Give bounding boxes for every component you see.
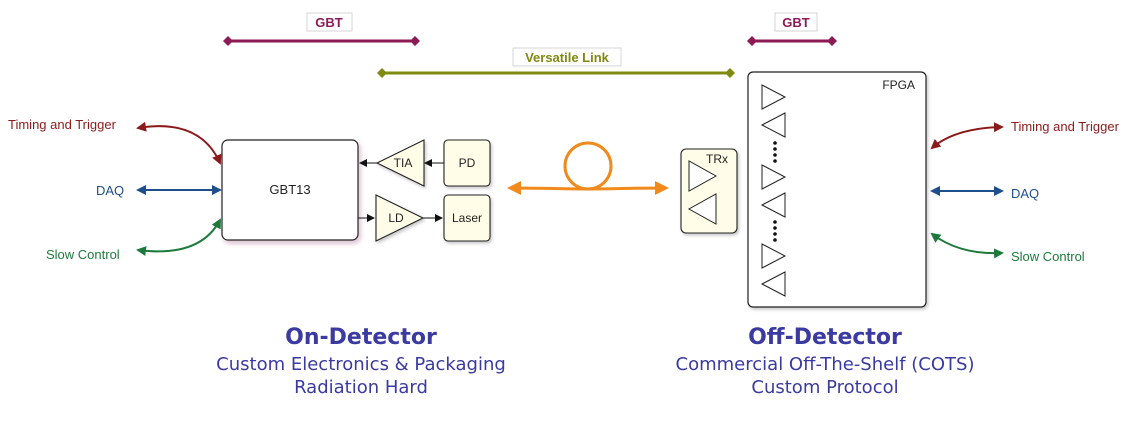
right-daq-label: DAQ [1011,186,1039,201]
fpga-rx-triangle-2 [760,192,786,218]
on-detector-subtitle-2: Radiation Hard [294,377,428,398]
left-timing-label: Timing and Trigger [8,117,117,132]
on-detector-title: On-Detector [285,325,437,350]
left-daq-label: DAQ [96,183,124,198]
on-detector-subtitle-1: Custom Electronics & Packaging [216,354,506,375]
gbt-left-label-bg [306,12,353,32]
versatile-link-range: Versatile Link [377,47,735,78]
fpga-box [747,71,927,308]
fpga-rx-triangle-1 [760,112,786,138]
gbt-right-label-bg [774,12,818,32]
fpga-tx-triangle-2 [761,164,787,190]
off-detector-subtitle-1: Commercial Off-The-Shelf (COTS) [676,354,975,375]
fiber-arrow [507,181,669,196]
trx-label: TRx [706,152,728,166]
tia-label: TIA [394,156,413,170]
off-detector-subtitle-2: Custom Protocol [751,377,898,398]
fpga-tx-triangle-3 [761,243,787,269]
fpga-dot [773,159,777,163]
fpga-dot [773,153,777,157]
fpga-rx-triangle-3 [760,271,786,297]
pd-block: PD [443,139,491,187]
pd-label: PD [459,156,476,170]
laser-block: Laser [443,194,491,242]
fpga-dot [773,141,777,145]
right-timing-arrow [930,122,1004,150]
gbt-chip-box [221,139,359,241]
ld-triangle [375,194,425,242]
fpga-label: FPGA [882,78,915,92]
laser-box [443,194,491,242]
fpga-block: FPGA [747,71,927,308]
left-slow-control-label: Slow Control [46,247,120,262]
optical-fiber [507,141,669,196]
right-slow-control-label: Slow Control [1011,249,1085,264]
off-detector-title: Off-Detector [748,325,902,350]
laser-label: Laser [452,211,482,225]
gbt-range-right: GBT [747,12,837,46]
fpga-dot [773,147,777,151]
gbt-chip-label: GBT13 [269,182,310,197]
fpga-tx-triangle-1 [761,84,787,110]
right-slow-control-arrow [930,232,1004,259]
fpga-dot [773,238,777,242]
ld-driver: LD [358,194,443,242]
gbt-range-left: GBT [223,12,420,46]
gbt-right-label: GBT [782,15,810,30]
off-detector-signals: Timing and Trigger DAQ Slow Control [930,119,1120,264]
fpga-dot [773,226,777,230]
ld-label: LD [388,211,404,225]
gbt-left-label: GBT [315,15,343,30]
gbt-chip-block: GBT13 [221,139,359,241]
versatile-label-bg [512,47,622,67]
left-slow-control-arrow [136,218,221,256]
off-detector-caption: Off-Detector Commercial Off-The-Shelf (C… [676,325,975,398]
fpga-dot [773,220,777,224]
trx-tx-triangle [688,160,718,192]
on-detector-caption: On-Detector Custom Electronics & Packagi… [216,325,506,398]
fiber-loop [563,141,613,191]
right-timing-label: Timing and Trigger [1011,119,1120,134]
left-timing-arrow [136,121,222,165]
fpga-dot [773,232,777,236]
trx-rx-triangle [687,193,717,225]
versatile-link-label: Versatile Link [525,50,610,65]
tia-amplifier: TIA [359,139,444,187]
on-detector-signals: Timing and Trigger DAQ Slow Control [8,117,222,262]
trx-module: TRx [680,148,738,234]
pd-box [443,139,491,187]
